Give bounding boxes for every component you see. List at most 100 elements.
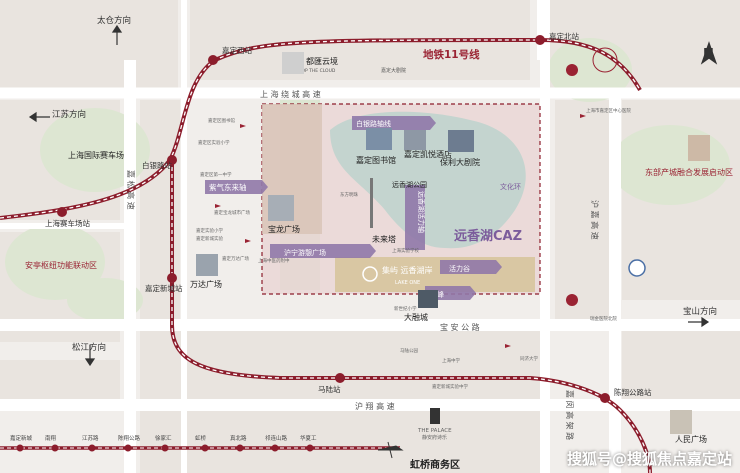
road-label-jiasong: 嘉 松 高 速 bbox=[126, 170, 136, 210]
bottom-station-marker[interactable] bbox=[271, 444, 279, 452]
metro-line-title: 地铁11号线 bbox=[423, 48, 480, 61]
block-s3 bbox=[140, 410, 540, 473]
metro-line-dash bbox=[0, 39, 651, 473]
building-thumb-poly bbox=[448, 130, 474, 152]
building-thumb-tower bbox=[370, 178, 373, 228]
vitality-axis-bar bbox=[405, 185, 425, 250]
block-e bbox=[555, 100, 610, 320]
dir-baoshan: 宝山方向 bbox=[683, 306, 717, 317]
landmark-kaiyue: 嘉定凯悦酒店 bbox=[404, 149, 452, 159]
bottom-station-marker[interactable] bbox=[16, 444, 24, 452]
poi-label-wanda-sub: 嘉定万达广场 bbox=[222, 255, 249, 262]
landmark-library: 嘉定图书馆 bbox=[356, 155, 396, 165]
arrow-jiangsu-head bbox=[28, 111, 37, 123]
watermark: 搜狐号@搜狐焦点嘉定站 bbox=[566, 450, 732, 468]
station-marker-saiche[interactable] bbox=[57, 207, 67, 217]
building-thumb-renmin bbox=[670, 410, 692, 434]
building-thumb-library bbox=[366, 128, 392, 150]
station-marker-nanxiang[interactable] bbox=[600, 393, 610, 403]
landmark-jiading-center: 嘉定大剧院 bbox=[381, 67, 406, 74]
landmark-labels: 上海国际赛车场 嘉定图书馆 嘉定凯悦酒店 保利大剧院 远香湖公园 宝龙广场 万达… bbox=[68, 56, 707, 471]
zone-label-yuanxiang-line: 远香湖活力轴 bbox=[417, 191, 426, 233]
station-labels: 嘉定西站 嘉定北站 白银路站 上海赛车场站 嘉定新城站 马陆站 陈翔公路站 bbox=[45, 31, 652, 397]
station-marker-xincheng[interactable] bbox=[167, 273, 177, 283]
airplane-icon bbox=[377, 441, 404, 459]
bottom-station-label: 南翔 bbox=[45, 434, 57, 442]
project-name: 集屿 远香湖岸 bbox=[382, 265, 433, 275]
station-label-saiche: 上海赛车场站 bbox=[45, 218, 90, 228]
landmark-wanda: 万达广场 bbox=[190, 279, 222, 289]
poi-label-shanghai-lib: 嘉定区图书馆 bbox=[208, 117, 235, 124]
poi-label-hopsin-hospital: 上海市嘉定区中心医院 bbox=[586, 107, 631, 114]
road-label-baoan: 宝 安 公 路 bbox=[440, 322, 480, 332]
north-arrow-icon bbox=[700, 41, 718, 65]
axis-bars bbox=[205, 116, 502, 300]
bottom-station-marker[interactable] bbox=[236, 444, 244, 452]
poi-label-baolong-sub: 嘉定宝龙城市广场 bbox=[214, 209, 250, 216]
hospital-star-icon bbox=[566, 294, 578, 306]
bottom-station-marker[interactable] bbox=[306, 444, 314, 452]
poi-label-jiading-md: 马陆公园 bbox=[400, 347, 418, 354]
poi-label-kunshan: 上海中学 bbox=[442, 357, 460, 364]
zone-label-anting: 安亭枢纽功能联动区 bbox=[25, 260, 97, 270]
arrow-taicang-head bbox=[111, 24, 123, 33]
poi-label-ruijin-n: 瑞金医院北院 bbox=[590, 315, 617, 322]
poi-label-fudan-school: 嘉定区实验小学 bbox=[198, 139, 230, 146]
poi-label-xincheng: 嘉定新城实验 bbox=[196, 235, 223, 242]
project-logo-icon bbox=[362, 266, 378, 282]
landmark-palace-cn: 静安府诗乐 bbox=[422, 434, 447, 441]
landmark-atop-cn: 都匯云境 bbox=[306, 56, 338, 66]
poi-label-xinzhou: 新世纪小学 bbox=[394, 305, 417, 312]
building-thumb-dashou bbox=[418, 290, 438, 308]
landmark-park: 远香湖公园 bbox=[392, 180, 427, 189]
bottom-station-label: 嘉定新城 bbox=[10, 434, 33, 442]
zone-label-baiyin-axis: 白银路轴线 bbox=[356, 119, 391, 128]
bottom-station-marker[interactable] bbox=[124, 444, 132, 452]
vitality-valley-bar bbox=[440, 260, 502, 274]
project-badge[interactable]: 集屿 远香湖岸 LAKE ONE bbox=[362, 265, 433, 286]
bottom-station-label: 真北路 bbox=[230, 434, 247, 442]
green-anting bbox=[5, 224, 105, 300]
poi-label-school-s1: 嘉定实验小学 bbox=[196, 227, 223, 234]
poi-label-jiading-first: 嘉定区第一中学 bbox=[200, 171, 232, 178]
landmark-renmin: 人民广场 bbox=[675, 434, 707, 444]
huxiang-axis-bar bbox=[270, 244, 376, 258]
bottom-station-marker[interactable] bbox=[161, 444, 169, 452]
bottom-station-marker[interactable] bbox=[51, 444, 59, 452]
bottom-station-marker[interactable] bbox=[201, 444, 209, 452]
bottom-station-label: 华夏工 bbox=[300, 434, 317, 442]
bottom-station-label: 江苏路 bbox=[82, 434, 99, 442]
building-thumb-kaiyue bbox=[404, 130, 426, 150]
landmark-palace: THE PALACE bbox=[417, 428, 452, 434]
station-marker-baiyin[interactable] bbox=[167, 155, 177, 165]
flag-icon bbox=[505, 344, 511, 350]
station-marker-jiading-west[interactable] bbox=[208, 55, 218, 65]
zone-label-huxiang: 沪宁游憩广场 bbox=[284, 248, 326, 257]
train-station-icon bbox=[628, 259, 646, 277]
landmark-dashou: 大融城 bbox=[404, 312, 428, 322]
bottom-station-marker[interactable] bbox=[88, 444, 96, 452]
station-label-xincheng: 嘉定新城站 bbox=[145, 283, 183, 293]
green-racetrack bbox=[40, 108, 150, 192]
road-label-ring: 上 海 绕 城 高 速 bbox=[260, 89, 321, 99]
zone-label-wenhua: 文化环 bbox=[500, 182, 521, 191]
landmark-racetrack: 上海国际赛车场 bbox=[68, 150, 124, 160]
station-label-jiading-west: 嘉定西站 bbox=[222, 45, 252, 55]
bottom-station-labels: 嘉定新城南翔江苏路陈翔公路徐家汇虹桥真北路祁连山路华夏工 bbox=[10, 434, 317, 442]
station-marker-malu[interactable] bbox=[335, 373, 345, 383]
poi-label-tongji-u: 同济大学 bbox=[520, 355, 538, 362]
road-labels: 上 海 绕 城 高 速 宝 安 公 路 沪 翔 高 速 沪 嘉 高 速 嘉 松 … bbox=[126, 89, 600, 440]
station-marker-jiading-north[interactable] bbox=[535, 35, 545, 45]
building-thumb-baolong bbox=[268, 195, 294, 221]
school-flags bbox=[215, 114, 586, 350]
zone-label-caz: 远香湖CAZ bbox=[454, 228, 522, 244]
building-thumbnails bbox=[196, 47, 710, 459]
ancient-city-seal-icon bbox=[592, 47, 618, 73]
block-se bbox=[622, 320, 740, 400]
dir-songjiang: 松江方向 bbox=[72, 342, 106, 353]
dir-taicang: 太仓方向 bbox=[97, 15, 131, 26]
dir-jiangsu: 江苏方向 bbox=[52, 109, 86, 120]
